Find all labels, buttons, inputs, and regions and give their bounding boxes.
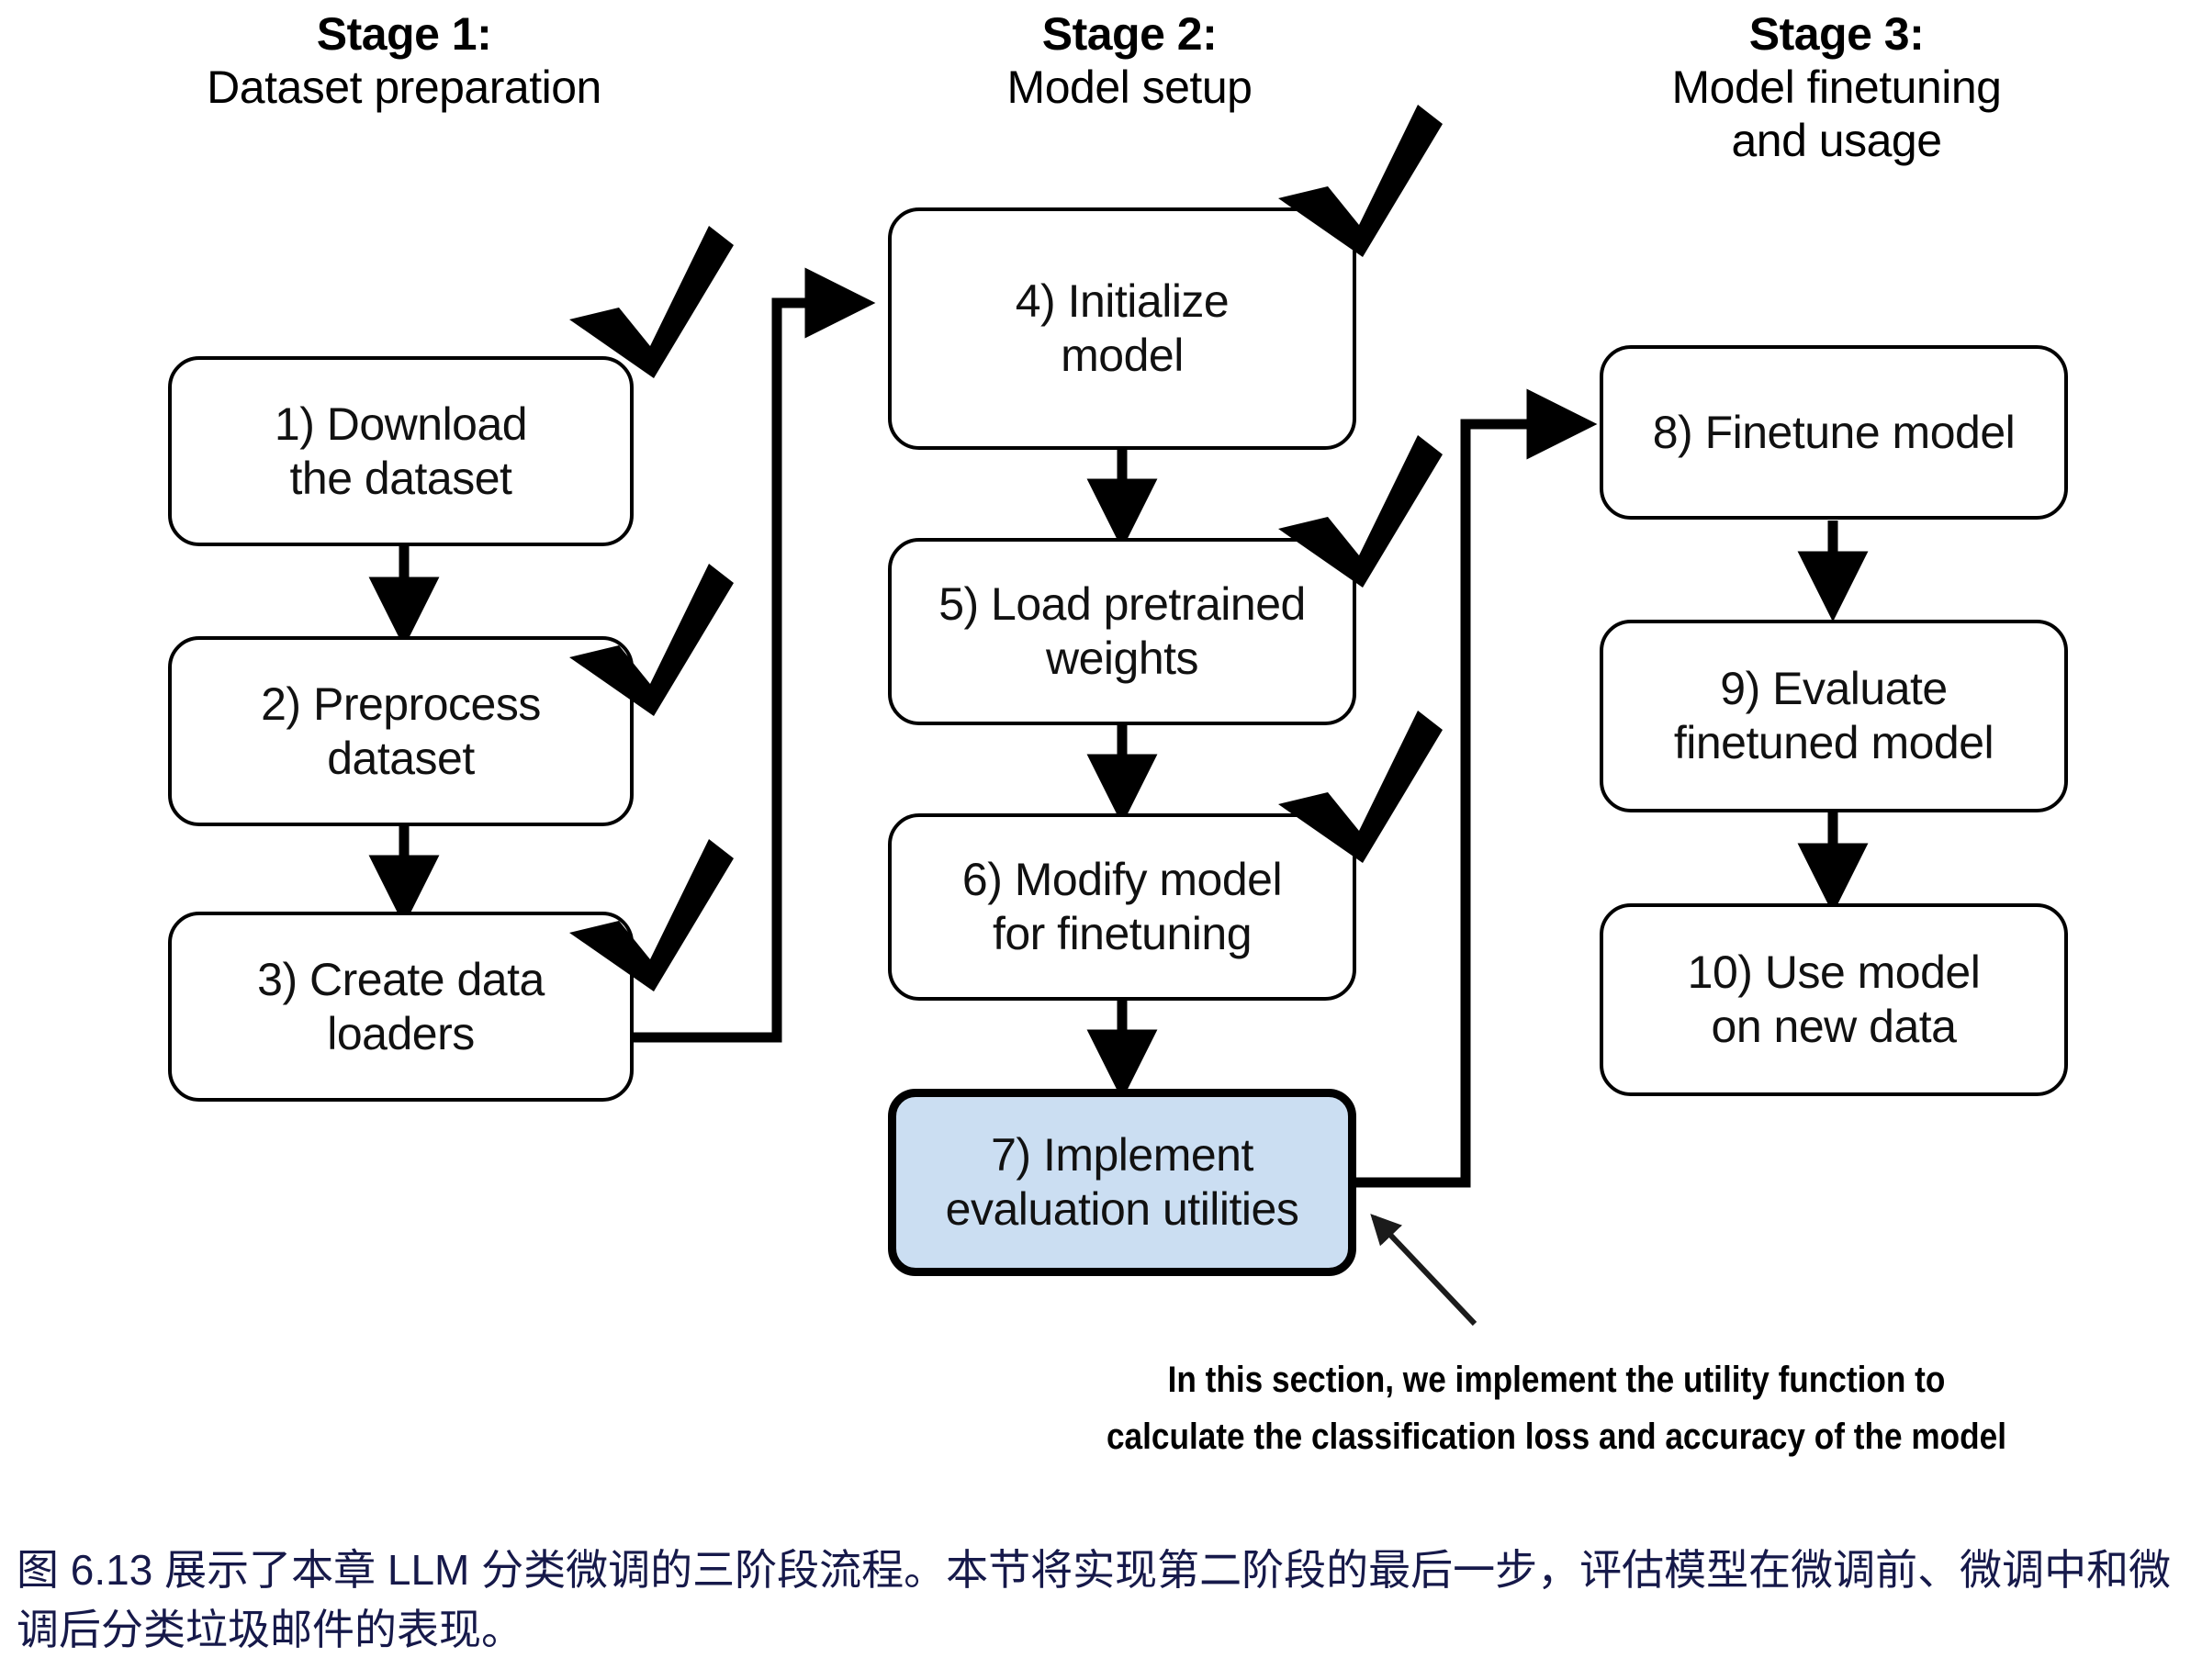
node-box-10[interactable]: 10) Use model on new data [1600,903,2068,1096]
node-1-line-2: the dataset [289,452,512,504]
node-6-line-1: 6) Modify model [961,854,1283,905]
stage-header-2: Stage 2: Model setup [854,7,1405,114]
node-2-line-1: 2) Preprocess [261,678,541,730]
node-3-line-2: loaders [327,1007,475,1059]
section-annotation: In this section, we implement the utilit… [1019,1351,2094,1465]
node-10-line-2: on new data [1711,1001,1957,1052]
node-box-7[interactable]: 7) Implement evaluation utilities [888,1089,1356,1276]
node-10-text: 10) Use model on new data [1688,946,1981,1054]
stage-header-1: Stage 1: Dataset preparation [129,7,680,114]
node-6-line-2: for finetuning [992,908,1253,959]
connector-7-to-8 [1355,388,1598,1188]
node-box-8[interactable]: 8) Finetune model [1600,345,2068,520]
node-9-line-1: 9) Evaluate [1720,663,1948,714]
stage-2-subtitle: Model setup [1006,62,1253,113]
stage-3-title: Stage 3: [1748,8,1925,60]
stage-1-title: Stage 1: [316,8,492,60]
node-6-text: 6) Modify model for finetuning [961,853,1283,961]
node-3-line-1: 3) Create data [257,953,545,1005]
node-4-line-2: model [1061,330,1184,381]
node-5-text: 5) Load pretrained weights [938,577,1306,686]
node-3-text: 3) Create data loaders [257,953,545,1061]
stage-2-title: Stage 2: [1041,8,1218,60]
node-9-line-2: finetuned model [1673,717,1994,768]
stage-1-subtitle: Dataset preparation [207,62,601,113]
node-8-text: 8) Finetune model [1653,406,2016,460]
node-box-1[interactable]: 1) Download the dataset [168,356,634,546]
node-5-line-1: 5) Load pretrained [938,578,1306,630]
node-7-text: 7) Implement evaluation utilities [946,1128,1299,1237]
node-10-line-1: 10) Use model [1687,946,1981,998]
node-7-line-1: 7) Implement [991,1129,1253,1181]
node-8-line-1: 8) Finetune model [1652,406,2016,458]
node-1-text: 1) Download the dataset [274,398,528,506]
node-box-4[interactable]: 4) Initialize model [888,207,1356,450]
node-9-text: 9) Evaluate finetuned model [1674,662,1994,770]
stage-3-subtitle-line-1: Model finetuning [1671,62,2002,113]
annotation-line-2: calculate the classification loss and ac… [1106,1417,2007,1457]
node-4-line-1: 4) Initialize [1015,275,1230,327]
node-box-5[interactable]: 5) Load pretrained weights [888,538,1356,725]
stage-header-3: Stage 3: Model finetuning and usage [1561,7,2112,167]
node-2-text: 2) Preprocess dataset [261,678,541,786]
connector-3-to-4 [634,267,876,1043]
node-box-3[interactable]: 3) Create data loaders [168,912,634,1102]
node-1-line-1: 1) Download [274,398,528,450]
node-box-9[interactable]: 9) Evaluate finetuned model [1600,620,2068,812]
node-box-6[interactable]: 6) Modify model for finetuning [888,813,1356,1001]
annotation-line-1: In this section, we implement the utilit… [1167,1360,1946,1400]
stage-3-subtitle-line-2: and usage [1731,115,1942,166]
node-4-text: 4) Initialize model [1016,274,1230,383]
node-5-line-2: weights [1045,633,1199,684]
figure-caption: 图 6.13 展示了本章 LLM 分类微调的三阶段流程。本节将实现第二阶段的最后… [17,1546,2172,1654]
node-2-line-2: dataset [327,732,475,784]
node-box-2[interactable]: 2) Preprocess dataset [168,636,634,826]
node-7-line-2: evaluation utilities [945,1183,1299,1235]
annotation-callout-arrow [1370,1214,1477,1327]
